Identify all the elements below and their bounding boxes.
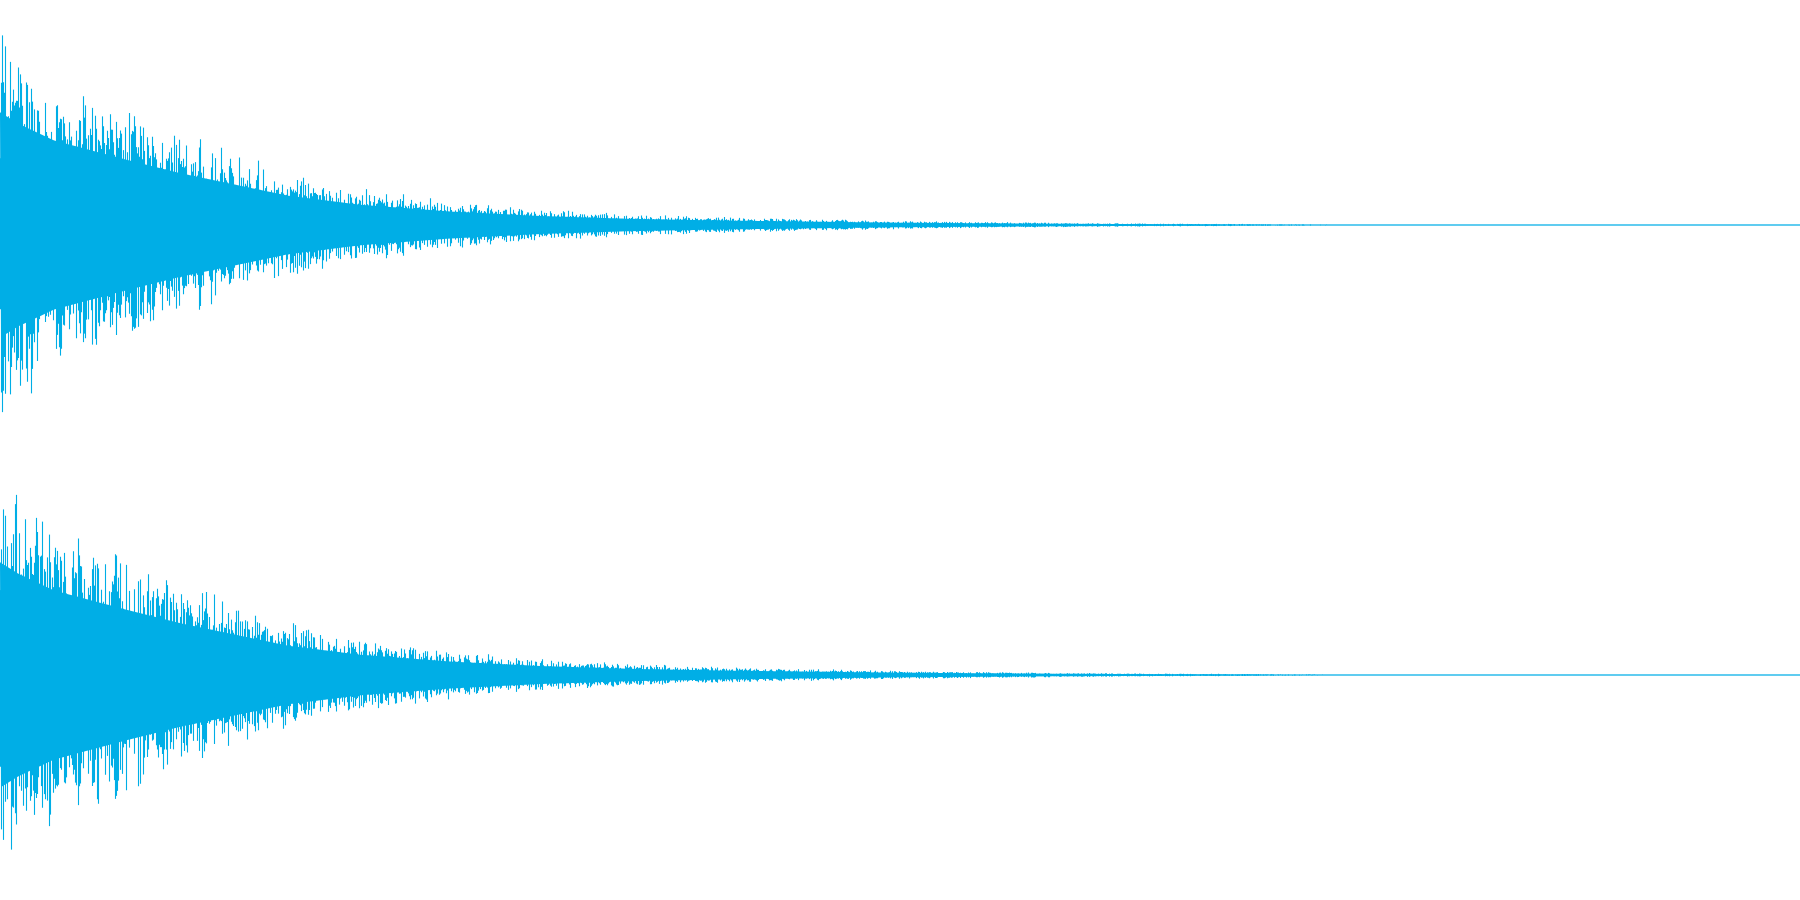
channel-1-signal <box>0 35 1394 413</box>
channel-1-waveform <box>0 35 1800 413</box>
channel-2-signal <box>0 494 1394 850</box>
channel-2-waveform <box>0 494 1800 850</box>
